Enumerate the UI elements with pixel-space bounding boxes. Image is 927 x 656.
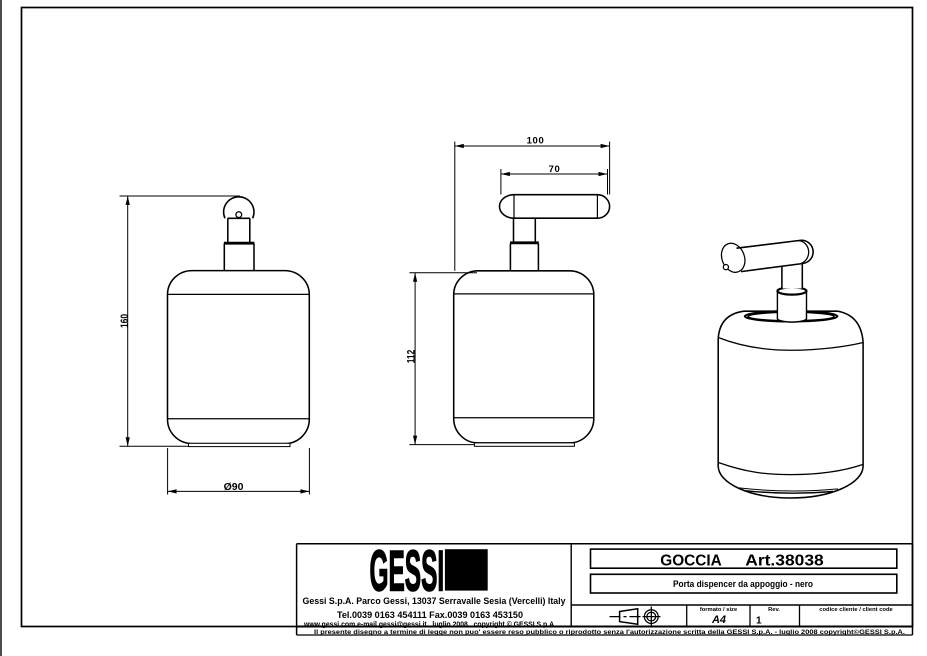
svg-text:Rev.: Rev. xyxy=(768,607,780,613)
svg-text:160: 160 xyxy=(119,314,131,328)
svg-text:Art.38038: Art.38038 xyxy=(745,553,824,570)
svg-text:GESSI: GESSI xyxy=(370,540,445,604)
svg-text:Porta dispencer da appoggio -: Porta dispencer da appoggio - nero xyxy=(673,579,813,589)
svg-text:Tel.0039 0163 454111 Fax.0039: Tel.0039 0163 454111 Fax.0039 0163 45315… xyxy=(337,610,523,620)
svg-text:formato / size: formato / size xyxy=(700,607,738,613)
svg-text:GOCCIA: GOCCIA xyxy=(660,553,722,570)
svg-text:codice cliente / client code: codice cliente / client code xyxy=(819,607,893,613)
svg-text:112: 112 xyxy=(405,350,417,364)
svg-text:A4: A4 xyxy=(711,614,726,626)
svg-text:www.gessi.com e-mail gessi@ges: www.gessi.com e-mail gessi@gessi.it lugl… xyxy=(303,619,556,628)
svg-text:Gessi S.p.A. Parco Gessi, 1303: Gessi S.p.A. Parco Gessi, 13037 Serraval… xyxy=(303,596,567,606)
svg-text:Ø90: Ø90 xyxy=(224,481,244,493)
svg-text:70: 70 xyxy=(549,164,561,175)
svg-text:1: 1 xyxy=(756,616,762,627)
svg-text:Il presente disegno a termine: Il presente disegno a termine di legge n… xyxy=(314,628,905,636)
svg-text:100: 100 xyxy=(527,136,545,147)
